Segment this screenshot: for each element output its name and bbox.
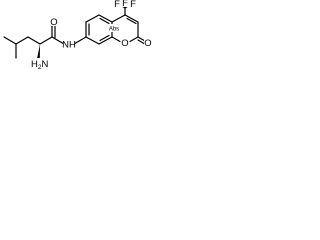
chemical-structure: F F F NH H2N O O O Abs xyxy=(3,0,152,71)
pyranone-ring xyxy=(111,14,139,43)
alpha-carbon-carbonyl-bond xyxy=(39,36,53,45)
svg-text:O: O xyxy=(121,38,128,49)
svg-text:O: O xyxy=(144,38,151,49)
svg-text:Abs: Abs xyxy=(109,27,119,33)
amide-bond xyxy=(51,36,65,45)
amide-n-aryl-bond xyxy=(73,36,87,45)
svg-text:O: O xyxy=(50,17,57,28)
svg-text:F: F xyxy=(130,0,136,10)
svg-text:F: F xyxy=(122,0,128,9)
ring-oxygen-label: O xyxy=(121,38,129,49)
stereo-wedge-bond xyxy=(37,44,40,59)
stereo-abs-label: Abs xyxy=(108,24,120,33)
svg-text:H2N: H2N xyxy=(31,59,49,71)
svg-text:F: F xyxy=(114,0,120,10)
carbonyl-double-bond xyxy=(51,24,56,39)
svg-text:NH: NH xyxy=(62,40,76,51)
fluorine-left-label: F xyxy=(113,0,121,10)
amide-oxygen-label: O xyxy=(50,17,58,28)
fluorine-right-label: F xyxy=(129,0,137,10)
benzene-ring xyxy=(85,14,113,45)
amine-label: H2N xyxy=(30,58,49,71)
lactone-oxygen-label: O xyxy=(144,38,152,49)
isobutyl-side-chain xyxy=(3,36,41,59)
fluorine-top-label: F xyxy=(121,0,129,9)
amide-nh-label: NH xyxy=(62,39,76,51)
lactone-carbonyl-double-bond xyxy=(137,36,146,45)
